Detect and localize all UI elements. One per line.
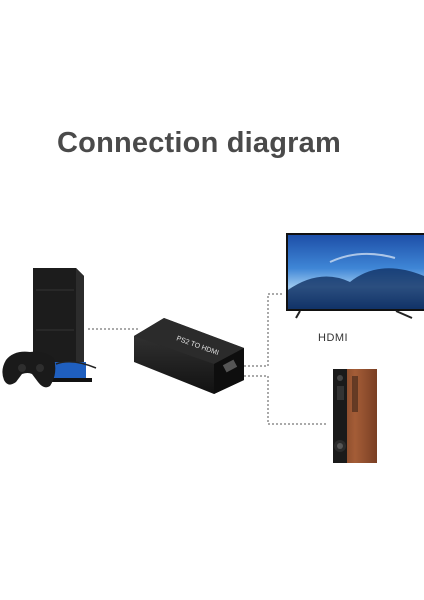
tv-hdmi-label: HDMI — [318, 332, 349, 344]
adapter-to-speaker-line — [244, 375, 326, 425]
connector-lines — [88, 293, 326, 425]
diagram-title: Connection diagram — [57, 127, 341, 159]
ps2-to-hdmi-adapter: PS2 TO HDMI — [134, 318, 244, 394]
speaker-icon — [333, 369, 377, 463]
hdmi-port — [222, 359, 238, 373]
adapter-to-tv-line — [244, 293, 284, 367]
controller-icon — [2, 351, 97, 388]
tv-icon — [286, 233, 424, 319]
